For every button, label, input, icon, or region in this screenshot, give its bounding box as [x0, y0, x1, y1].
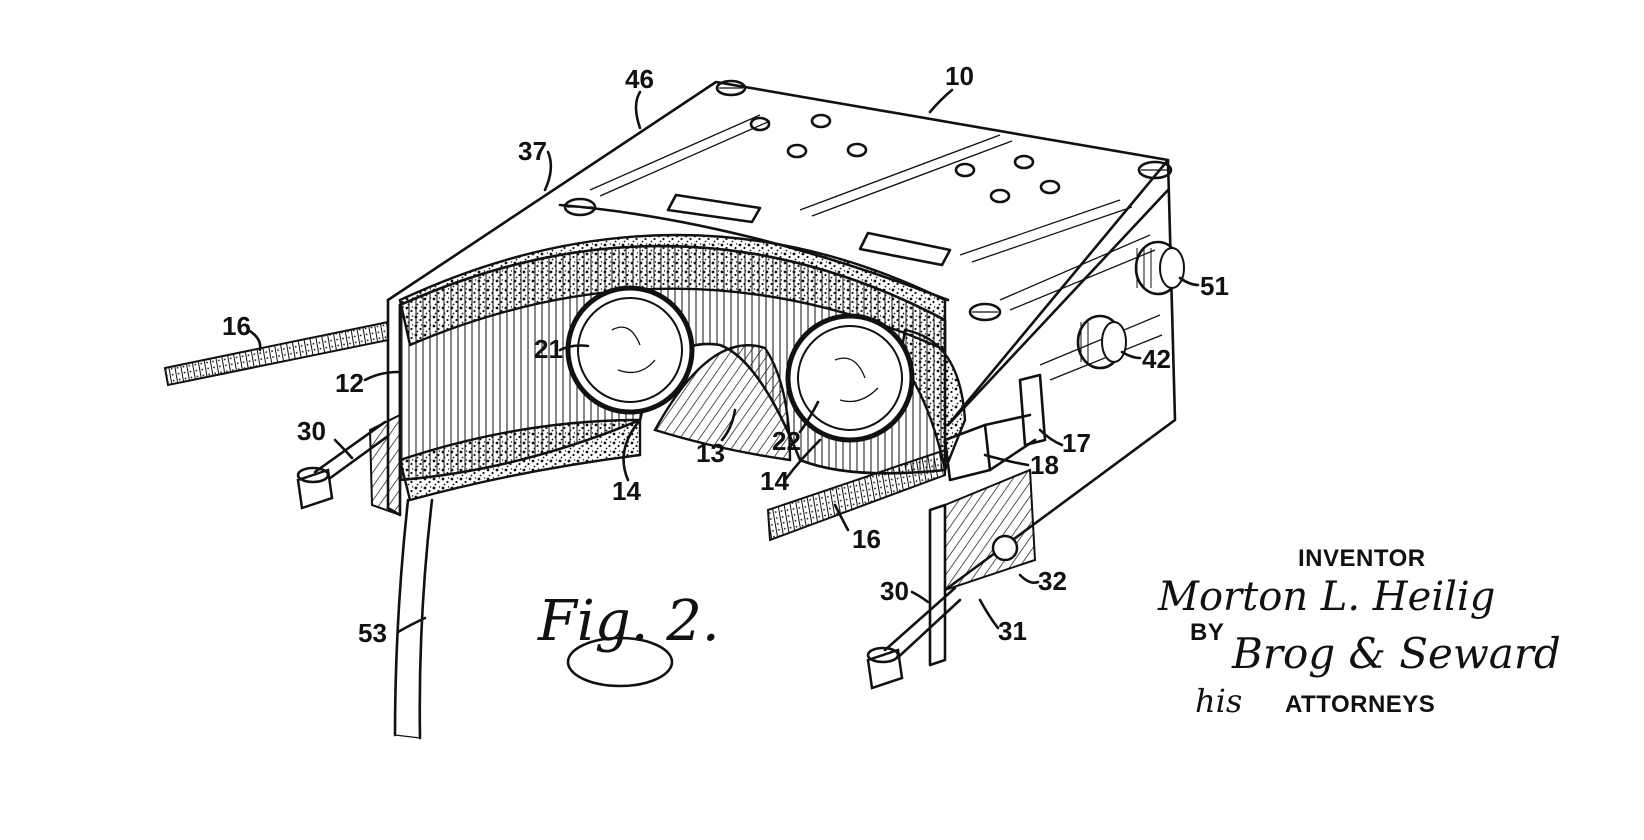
nose-piece	[653, 344, 792, 462]
numeral-17: 17	[1062, 428, 1091, 458]
buckle-17-18	[943, 373, 1047, 482]
numeral-10: 10	[945, 61, 974, 91]
figure-label-flourish	[566, 636, 674, 688]
reference-numerals: 10 46 37 16 12 30 21 14 13 22 14 16 51 4…	[222, 61, 1229, 648]
lens-22	[785, 313, 915, 443]
figure-label: Fig. 2.	[537, 589, 720, 688]
top-plate-shading	[589, 114, 1133, 263]
lower-right-bracket	[928, 468, 1037, 667]
numeral-14-right: 14	[760, 466, 789, 496]
strap-16-right	[766, 448, 946, 542]
leader-lines	[246, 88, 1200, 634]
numeral-30-right: 30	[880, 576, 909, 606]
numeral-53: 53	[358, 618, 387, 648]
top-plate	[386, 80, 1170, 427]
inventor-signature: Morton L. Heilig	[1157, 574, 1495, 620]
numeral-21: 21	[534, 334, 563, 364]
numeral-12: 12	[335, 368, 364, 398]
numeral-32: 32	[1038, 566, 1067, 596]
attorneys-label: ATTORNEYS	[1285, 691, 1435, 718]
numeral-30-left: 30	[297, 416, 326, 446]
knob-51	[1134, 240, 1185, 296]
numeral-37: 37	[518, 136, 547, 166]
inventor-label: INVENTOR	[1298, 545, 1426, 572]
foam-cushion-lower	[398, 418, 642, 502]
figure-label-text: Fig. 2.	[537, 589, 720, 654]
strap-16-left	[163, 320, 389, 387]
numeral-51: 51	[1200, 271, 1229, 301]
numeral-42: 42	[1142, 344, 1171, 374]
his-word: his	[1195, 682, 1242, 720]
top-vent-holes	[749, 113, 1061, 204]
rod-30-left	[296, 420, 390, 510]
attorney-signature: Brog & Seward	[1231, 629, 1561, 678]
cable-53	[393, 498, 434, 740]
numeral-14-left: 14	[612, 476, 641, 506]
knob-42	[1076, 314, 1127, 370]
lens-21	[565, 285, 695, 415]
viewer-device-drawing	[163, 79, 1185, 740]
inventor-block: INVENTOR Morton L. Heilig BY Brog & Sewa…	[1157, 545, 1561, 720]
numeral-13: 13	[696, 438, 725, 468]
numeral-22: 22	[772, 426, 801, 456]
top-screws	[563, 79, 1173, 322]
numeral-16-right: 16	[852, 524, 881, 554]
numeral-18: 18	[1030, 450, 1059, 480]
by-label: BY	[1190, 619, 1224, 646]
left-bracket	[368, 413, 401, 517]
foam-cushion-right	[898, 328, 967, 475]
numeral-46: 46	[625, 64, 654, 94]
foam-cushion	[398, 233, 947, 352]
rod-30-right	[866, 586, 962, 690]
numeral-16-left: 16	[222, 311, 251, 341]
top-slots	[666, 193, 952, 267]
numeral-31: 31	[998, 616, 1027, 646]
